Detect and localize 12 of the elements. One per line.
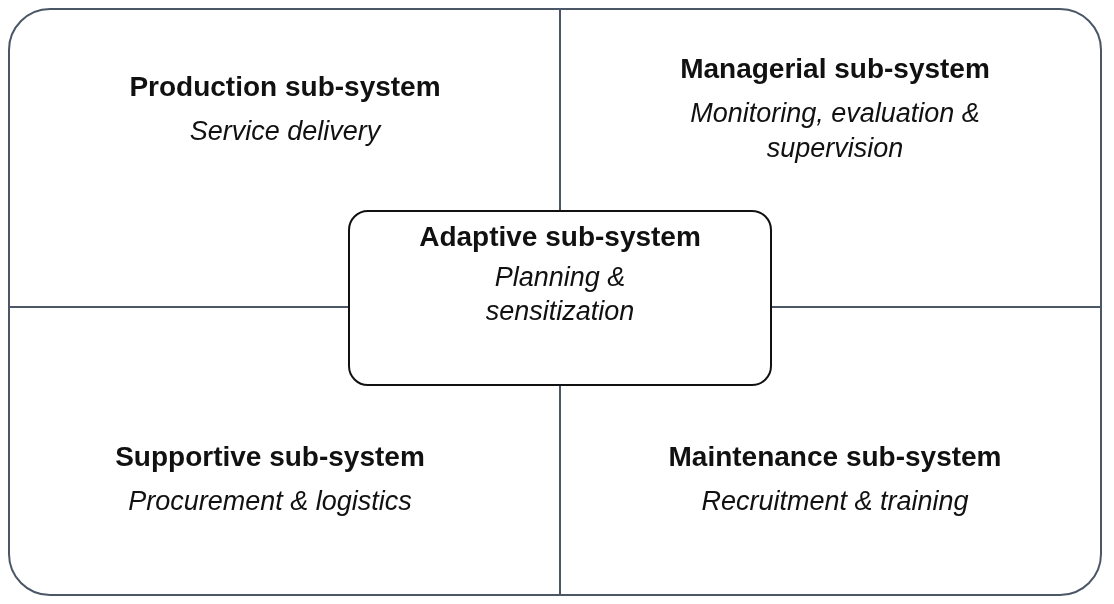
subtitle: Service delivery [188, 115, 383, 148]
heading: Adaptive sub-system [418, 220, 702, 254]
heading: Production sub-system [128, 70, 442, 104]
center-box [348, 210, 772, 386]
heading: Maintenance sub-system [667, 440, 1003, 474]
heading: Supportive sub-system [114, 440, 426, 474]
subtitle: Procurement & logistics [127, 485, 413, 518]
heading: Managerial sub-system [679, 52, 991, 86]
subtitle: Monitoring, evaluation & supervision [689, 97, 981, 165]
subtitle: Planning & sensitization [484, 261, 636, 328]
frame-box [8, 8, 1102, 596]
subtitle: Recruitment & training [700, 485, 970, 518]
